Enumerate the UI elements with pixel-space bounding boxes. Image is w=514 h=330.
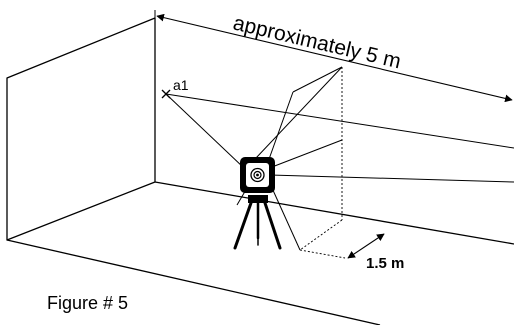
beam-to-plane-upper [267,91,294,163]
laser-beams [165,66,514,251]
distance-label: approximately 5 m [231,11,403,73]
offset-label: 1.5 m [366,255,404,272]
beam-to-far-wall-low [269,174,514,183]
room-outline [6,17,514,326]
laser-level-instrument-icon [240,157,275,193]
distance-dimension: approximately 5 m [154,10,513,103]
offset-arrow [347,233,385,259]
left-wall [6,17,156,241]
distance-arrow [156,13,513,103]
front-floor-edge [6,239,381,326]
dashed-reference-plane [299,67,346,259]
beam-to-plane-mid [271,139,343,168]
offset-dimension: 1.5 m [347,233,404,272]
tripod-icon [233,195,282,250]
point-label-a1: a1 [173,77,189,93]
beam-to-floor [271,187,301,251]
beam-to-a1 [165,93,245,169]
beam-plane-top-left [292,66,343,93]
x-mark-icon [161,89,171,99]
back-floor-edge [154,181,514,245]
beam-a1-to-far-wall [165,93,514,149]
figure-caption: Figure # 5 [47,293,128,313]
beam-to-plane-top [255,66,343,159]
